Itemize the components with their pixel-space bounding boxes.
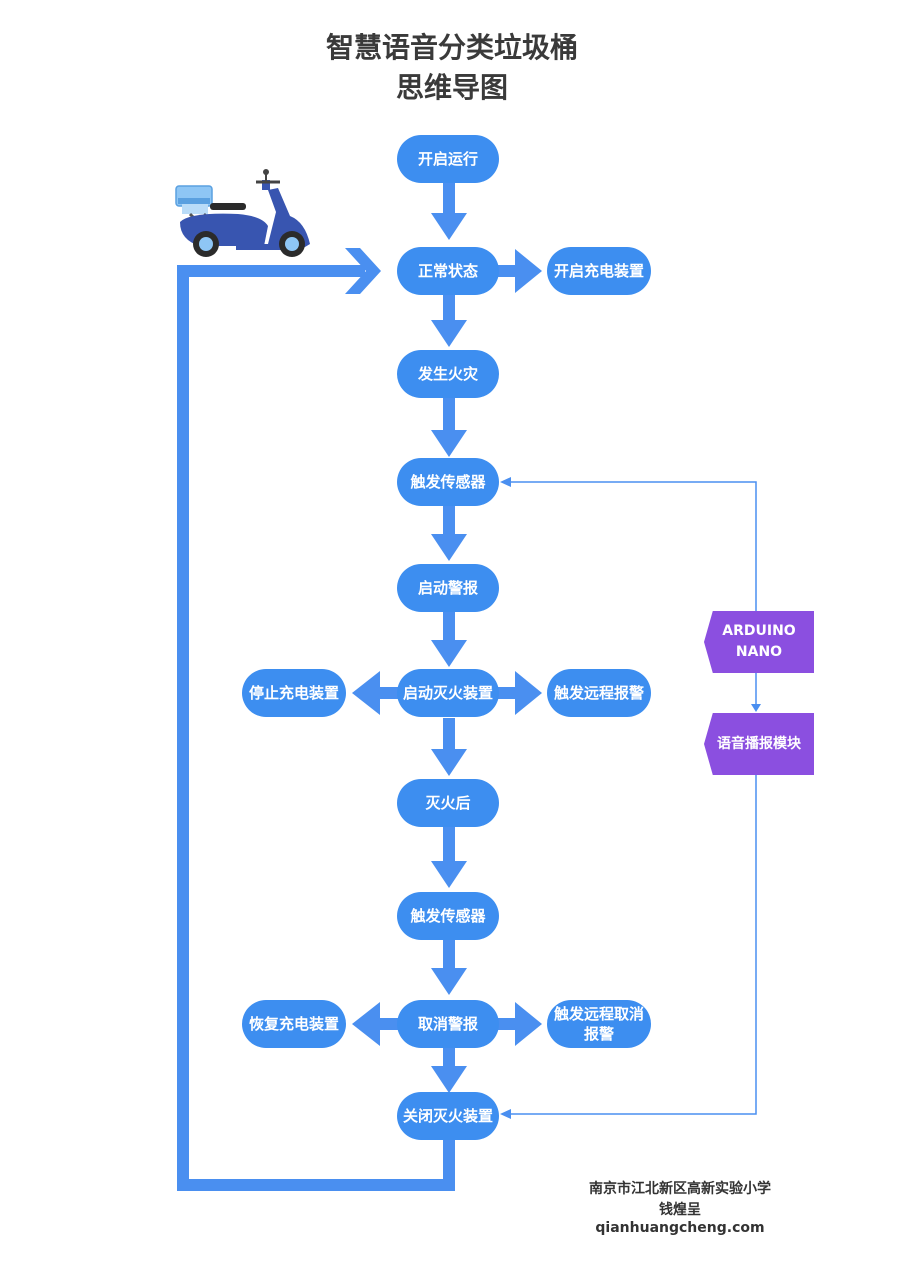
diagram-subtitle: 思维导图: [395, 71, 508, 104]
module-arduino: ARDUINO NANO: [704, 611, 814, 673]
node-restore-charge: 恢复充电装置: [242, 1000, 346, 1048]
arrow-cancel-remotecancel: [498, 1002, 542, 1046]
scooter-icon: [175, 169, 310, 257]
footer-site: qianhuangcheng.com: [595, 1220, 765, 1236]
loop-back-arrowhead: [345, 248, 381, 294]
arrow-after-sensor: [431, 827, 467, 888]
arrow-cancel-restore: [352, 1002, 400, 1046]
node-fire: 发生火灾: [397, 350, 499, 398]
arrow-extinguisher-stopcharge: [352, 671, 400, 715]
arrow-fire-sensor: [431, 398, 467, 457]
arrow-extinguisher-after: [431, 718, 467, 776]
arrow-start-normal: [431, 183, 467, 240]
node-charge-on: 开启充电装置: [547, 247, 651, 295]
node-sensor-2: 触发传感器: [397, 892, 499, 940]
node-start: 开启运行: [397, 135, 499, 183]
node-normal-state: 正常状态: [397, 247, 499, 295]
node-stop-charge: 停止充电装置: [242, 669, 346, 717]
diagram-title: 智慧语音分类垃圾桶: [325, 31, 578, 64]
arrow-normal-fire: [431, 294, 467, 347]
module-voice: 语音播报模块: [704, 713, 814, 775]
node-extinguisher-off: 关闭灭火装置: [397, 1092, 499, 1140]
arrow-sensor-alarm: [431, 506, 467, 561]
footer-author: 钱煌呈: [659, 1202, 701, 1218]
node-remote-cancel: 触发远程取消报警: [547, 1000, 651, 1048]
module-arduino-label: ARDUINO NANO: [722, 623, 796, 660]
arrow-normal-charge: [498, 249, 542, 293]
node-remote-alarm: 触发远程报警: [547, 669, 651, 717]
node-sensor-1: 触发传感器: [397, 458, 499, 506]
node-alarm: 启动警报: [397, 564, 499, 612]
hardware-connector: [510, 481, 757, 1115]
node-after-fire: 灭火后: [397, 779, 499, 827]
node-extinguisher-on: 启动灭火装置: [397, 669, 499, 717]
loop-back-arrow: [177, 265, 455, 1191]
node-cancel-alarm: 取消警报: [397, 1000, 499, 1048]
arrow-extinguisher-remote: [498, 671, 542, 715]
arrow-sensor-cancel: [431, 940, 467, 995]
arrow-cancel-close: [431, 1048, 467, 1093]
arrow-alarm-extinguisher: [431, 612, 467, 667]
footer-school: 南京市江北新区高新实验小学: [589, 1181, 771, 1197]
